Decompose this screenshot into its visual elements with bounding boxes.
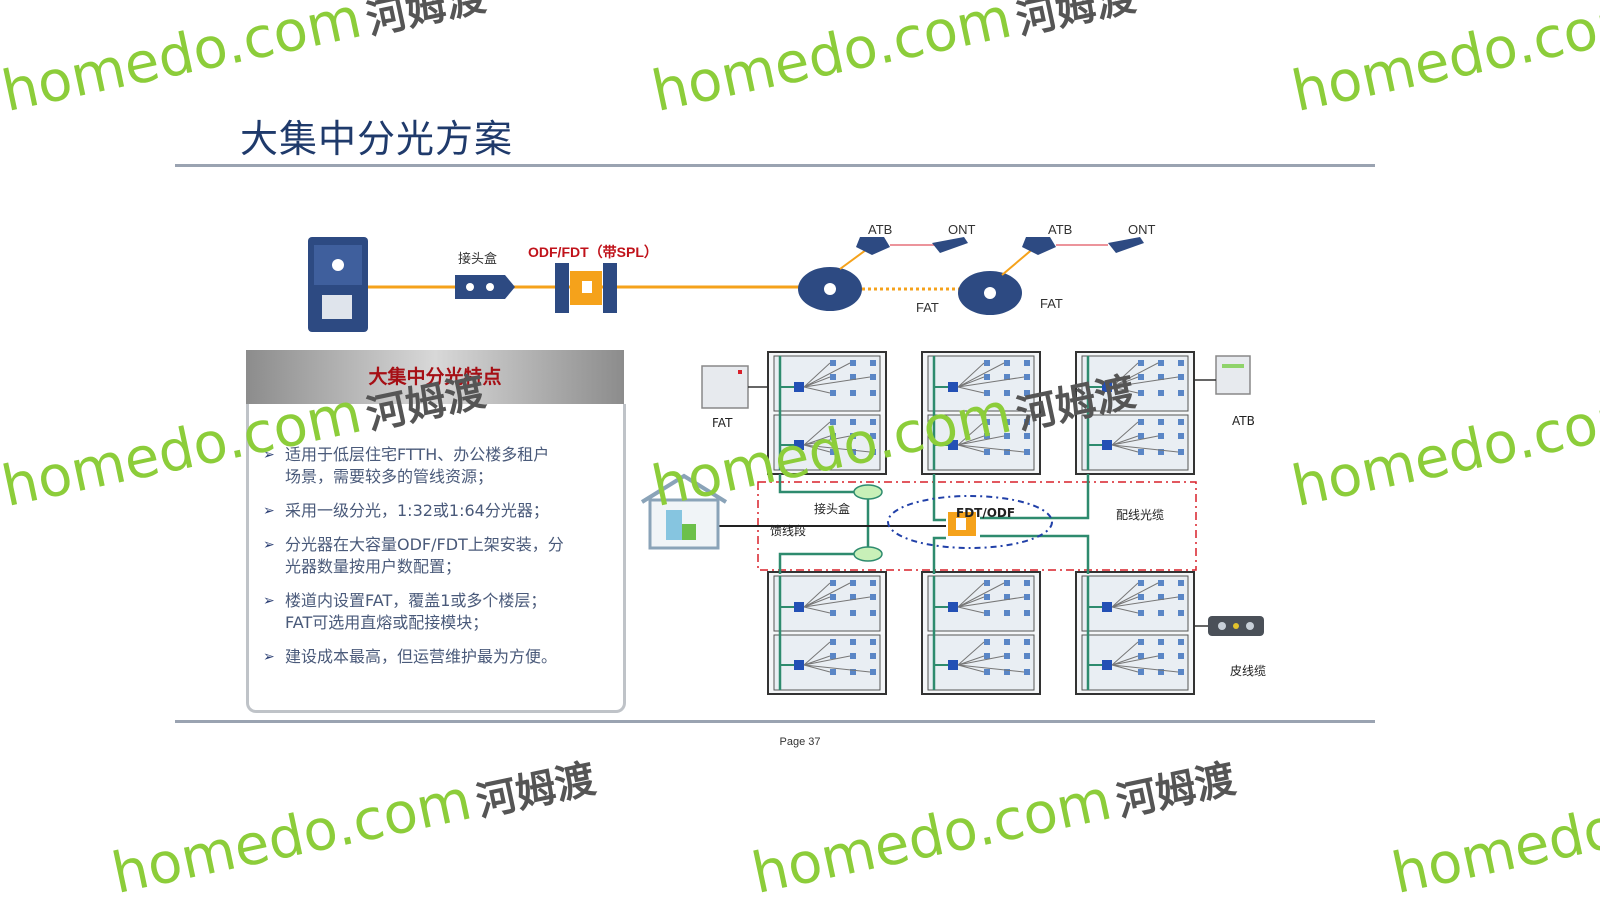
fat-label: FAT xyxy=(916,300,939,315)
atb-box-icon xyxy=(1215,355,1251,395)
page-title: 大集中分光方案 xyxy=(240,117,514,161)
building-block xyxy=(920,350,1042,476)
building-diagram xyxy=(640,350,1264,696)
building-block xyxy=(766,570,888,696)
watermark: homedo.com xyxy=(1286,380,1600,520)
splice-box-label: 接头盒 xyxy=(814,502,851,516)
atb-icon xyxy=(1022,237,1056,255)
fat-label: FAT xyxy=(712,416,733,430)
splice-box-label: 接头盒 xyxy=(458,251,498,266)
ont-icon xyxy=(932,237,968,253)
drop-cable-icon xyxy=(1208,616,1264,636)
watermark: homedo.com河姆渡 xyxy=(646,0,1140,125)
list-item: ➢ 建设成本最高，但运营维护最为方便。 xyxy=(263,647,558,666)
odf-label: ODF/FDT（带SPL） xyxy=(528,244,658,260)
list-item: ➢ 楼道内设置FAT，覆盖1或多个楼层； FAT可选用直熔或配接模块； xyxy=(263,591,547,632)
odf-fdt-icon xyxy=(555,263,617,313)
house-icon xyxy=(640,473,728,550)
fat-label: FAT xyxy=(1040,296,1063,311)
feeder-segment-label: 馈线段 xyxy=(770,524,807,538)
footer-divider xyxy=(175,720,1375,723)
fdt-odf-icon xyxy=(948,512,976,536)
list-item: ➢ 采用一级分光，1:32或1:64分光器； xyxy=(263,501,549,520)
watermark: homedo.com河姆渡 xyxy=(0,0,490,125)
fdt-odf-label: FDT/ODF xyxy=(956,506,1016,520)
features-panel: ➢ 适用于低层住宅FTTH、办公楼多租户 场景，需要较多的管线资源； ➢ 采用一… xyxy=(246,404,626,713)
splice-box-icon xyxy=(455,275,515,299)
atb-icon xyxy=(856,237,890,255)
atb-label: ATB xyxy=(1048,222,1073,237)
building-block xyxy=(1074,350,1196,476)
watermark: homedo.com xyxy=(1286,0,1600,125)
fat-icon xyxy=(798,267,862,311)
title-divider xyxy=(175,164,1375,167)
distribution-cable-label: 配线光缆 xyxy=(1116,508,1165,522)
page-number: Page 37 xyxy=(779,736,821,748)
fat-box-icon xyxy=(701,365,749,409)
splice-point-icon xyxy=(853,484,883,500)
building-block xyxy=(766,350,888,476)
list-item: ➢ 适用于低层住宅FTTH、办公楼多租户 场景，需要较多的管线资源； xyxy=(263,445,550,486)
arrow-bullet-icon: ➢ xyxy=(263,593,275,609)
building-block xyxy=(1074,570,1196,696)
list-item: ➢ 分光器在大容量ODF/FDT上架安装，分 光器数量按用户数配置； xyxy=(263,535,564,576)
building-block xyxy=(920,570,1042,696)
ont-label: ONT xyxy=(1128,222,1156,237)
arrow-bullet-icon: ➢ xyxy=(263,503,275,519)
arrow-bullet-icon: ➢ xyxy=(263,447,275,463)
ont-label: ONT xyxy=(948,222,976,237)
watermark: homedo.com xyxy=(1386,767,1600,907)
arrow-bullet-icon: ➢ xyxy=(263,537,275,553)
fat-icon xyxy=(958,271,1022,315)
arrow-bullet-icon: ➢ xyxy=(263,649,275,665)
watermark: homedo.com河姆渡 xyxy=(746,756,1240,907)
top-network-diagram xyxy=(308,237,1144,332)
features-panel-header: 大集中分光特点 xyxy=(246,350,624,404)
ont-icon xyxy=(1108,237,1144,253)
splice-point-icon xyxy=(853,546,883,562)
drop-cable-label: 皮线缆 xyxy=(1230,664,1267,678)
features-panel-title: 大集中分光特点 xyxy=(368,366,502,388)
olt-cabinet-icon xyxy=(308,237,368,332)
atb-label: ATB xyxy=(868,222,893,237)
watermark: homedo.com河姆渡 xyxy=(106,756,600,907)
atb-label: ATB xyxy=(1232,414,1255,428)
